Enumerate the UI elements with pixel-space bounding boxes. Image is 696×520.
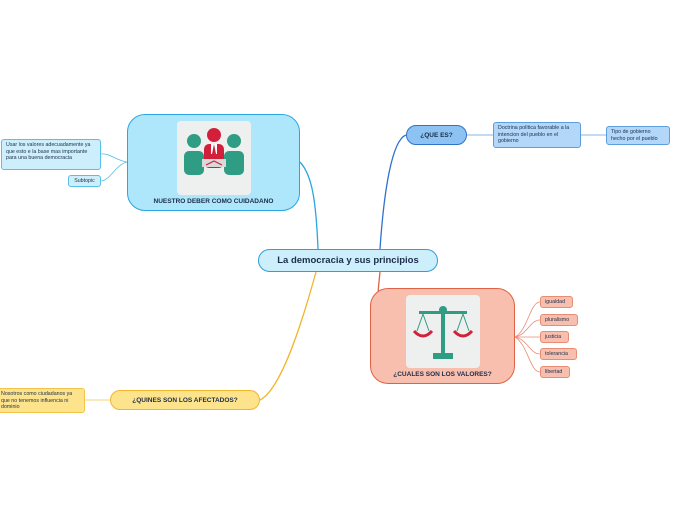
subtopic-tipo-gobierno[interactable]: Tipo de gobierno hecho por el pueblo bbox=[606, 126, 670, 145]
topic-afectados[interactable]: ¿QUINES SON LOS AFECTADOS? bbox=[110, 390, 260, 410]
subtopic-usar-valores[interactable]: Usar los valores adecuadamente ya que es… bbox=[1, 139, 101, 170]
subtopic-nosotros[interactable]: Nosotros como ciudadanos ya que no tenem… bbox=[0, 388, 85, 413]
subtopic-placeholder[interactable]: Subtopic bbox=[68, 175, 101, 187]
subtopic-doctrina[interactable]: Doctrina política favorable a la intenci… bbox=[493, 122, 581, 148]
central-topic[interactable]: La democracia y sus principios bbox=[258, 249, 438, 272]
topic-nuestro-deber[interactable]: NUESTRO DEBER COMO CUIDADANO bbox=[127, 114, 300, 211]
people-meeting-icon bbox=[176, 121, 251, 195]
topic-label: NUESTRO DEBER COMO CUIDADANO bbox=[153, 198, 274, 205]
value-tolerancia[interactable]: tolerancia bbox=[540, 348, 577, 360]
value-justicia[interactable]: justicia bbox=[540, 331, 569, 343]
topic-label: ¿CUALES SON LOS VALORES? bbox=[393, 371, 492, 378]
balance-scale-icon bbox=[405, 295, 480, 368]
value-libertad[interactable]: libertad bbox=[540, 366, 570, 378]
topic-que-es[interactable]: ¿QUE ES? bbox=[406, 125, 467, 145]
value-pluralismo[interactable]: pluralismo bbox=[540, 314, 578, 326]
value-igualdad[interactable]: igualdad bbox=[540, 296, 573, 308]
topic-valores[interactable]: ¿CUALES SON LOS VALORES? bbox=[370, 288, 515, 384]
